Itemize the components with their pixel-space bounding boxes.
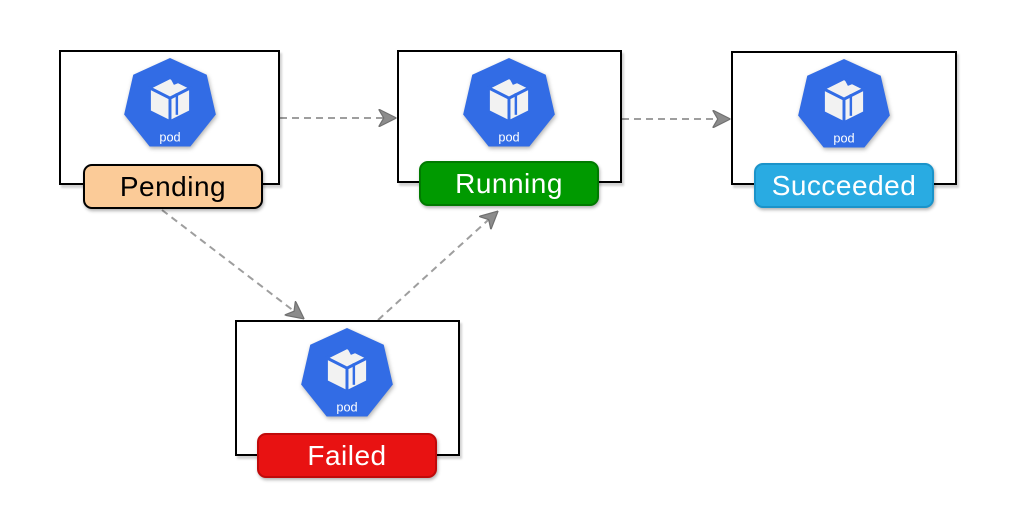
kubernetes-pod-icon: pod: [463, 57, 555, 147]
state-badge-failed: Failed: [257, 433, 437, 478]
kubernetes-pod-icon: pod: [301, 327, 393, 417]
kubernetes-pod-icon: pod: [798, 58, 890, 148]
pod-icon-label: pod: [833, 130, 854, 145]
kubernetes-pod-icon: pod: [124, 57, 216, 147]
edge-failed-to-running: [377, 212, 497, 321]
state-badge-pending: Pending: [83, 164, 263, 209]
pod-icon-label: pod: [498, 129, 519, 144]
state-badge-succeeded: Succeeded: [754, 163, 934, 208]
pod-icon-label: pod: [336, 399, 357, 414]
pod-icon-label: pod: [159, 129, 180, 144]
edge-pending-to-failed: [161, 209, 303, 318]
state-badge-running: Running: [419, 161, 599, 206]
